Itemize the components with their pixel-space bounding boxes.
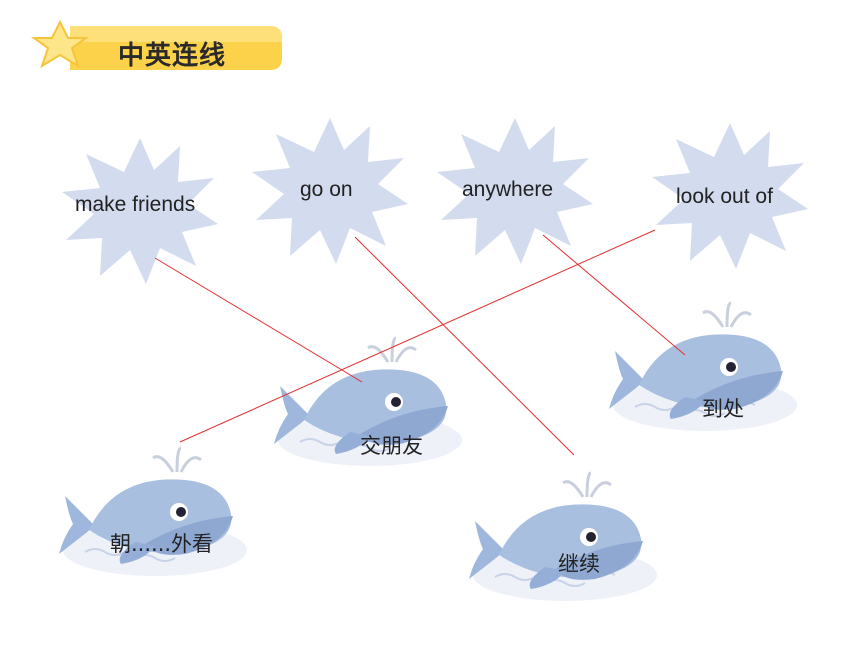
term-chao-wai-kan: 朝......外看 [110,532,214,556]
match-line-go-on [354,236,575,456]
page-title: 中英连线 [118,41,227,71]
term-anywhere: anywhere [462,178,554,201]
banner-star-icon [30,20,90,69]
term-go-on: go on [300,178,353,201]
match-line-make-friends [154,257,363,383]
term-make-friends: make friends [75,193,196,216]
term-ji-xu: 继续 [558,552,600,576]
match-line-anywhere [542,234,686,356]
term-jiao-peng-you: 交朋友 [360,434,423,458]
term-look-out-of: look out of [676,185,773,208]
match-line-look-out-of [179,229,656,443]
whale-4 [467,471,659,603]
title-banner [30,20,282,70]
term-dao-chu: 到处 [702,397,744,421]
